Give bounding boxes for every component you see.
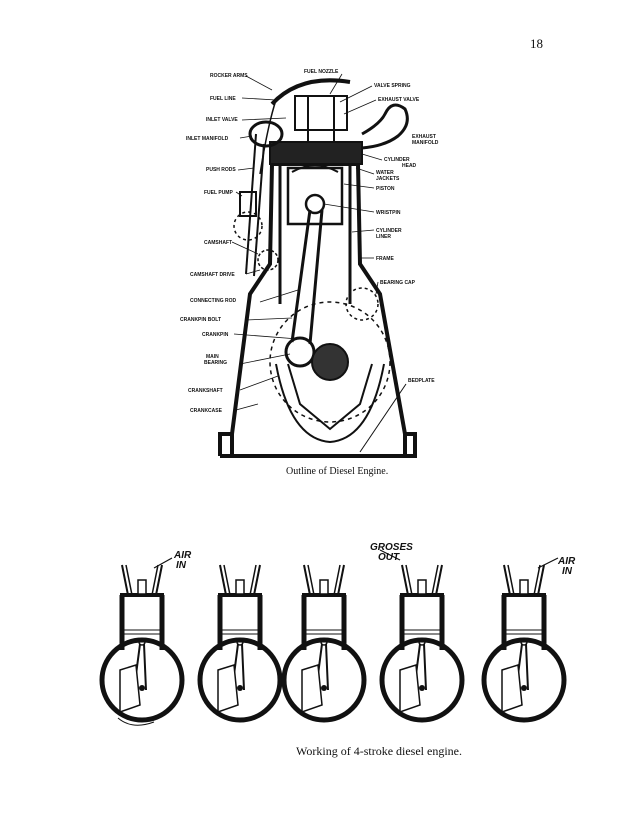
diesel-engine-diagram: ROCKER ARMS FUEL NOZZLE VALVE SPRING FUE… — [180, 69, 439, 458]
label-main-bearing: MAIN — [206, 354, 219, 360]
label-cylinder-head: CYLINDER — [384, 157, 410, 163]
stroke-1 — [102, 557, 182, 726]
label-water-jackets: WATER — [376, 170, 394, 176]
label-air-in-1a: AIR — [173, 550, 192, 561]
label-exhaust-manifold-2: MANIFOLD — [412, 140, 439, 146]
label-air-in-1b: IN — [176, 560, 187, 571]
label-camshaft: CAMSHAFT — [204, 240, 232, 246]
label-rocker-arms: ROCKER ARMS — [210, 73, 248, 79]
stroke-3 — [284, 565, 364, 720]
label-frame: FRAME — [376, 256, 394, 262]
label-push-rods: PUSH RODS — [206, 167, 236, 173]
label-inlet-valve: INLET VALVE — [206, 117, 238, 123]
stroke-4 — [380, 549, 462, 720]
engine-outline-caption: Outline of Diesel Engine. — [286, 466, 389, 477]
stroke-2 — [200, 565, 280, 720]
label-air-in-2a: AIR — [557, 556, 576, 567]
label-cylinder-head-2: HEAD — [402, 163, 417, 169]
label-fuel-pump: FUEL PUMP — [204, 190, 233, 196]
label-piston: PISTON — [376, 186, 395, 192]
label-exhaust-manifold: EXHAUST — [412, 134, 436, 140]
label-gases-out-b: OUT — [378, 552, 400, 563]
label-bedplate: BEDPLATE — [408, 378, 435, 384]
label-wristpin: WRISTPIN — [376, 210, 401, 216]
stroke-5 — [484, 557, 564, 720]
label-crankpin-bolt: CRANKPIN BOLT — [180, 317, 221, 323]
label-crankshaft: CRANKSHAFT — [188, 388, 223, 394]
label-valve-spring: VALVE SPRING — [374, 83, 411, 89]
label-bearing-cap: BEARING CAP — [380, 280, 416, 286]
label-water-jackets-2: JACKETS — [376, 176, 400, 182]
label-connecting-rod: CONNECTING ROD — [190, 298, 237, 304]
label-exhaust-valve: EXHAUST VALVE — [378, 97, 420, 103]
label-crankpin: CRANKPIN — [202, 332, 229, 338]
label-fuel-nozzle: FUEL NOZZLE — [304, 69, 339, 75]
four-stroke-caption: Working of 4-stroke diesel engine. — [296, 744, 462, 758]
label-main-bearing-2: BEARING — [204, 360, 227, 366]
page-number: 18 — [530, 36, 543, 51]
label-gases-out-a: GROSES — [370, 542, 413, 553]
label-fuel-line: FUEL LINE — [210, 96, 236, 102]
label-camshaft-drive: CAMSHAFT DRIVE — [190, 272, 235, 278]
label-inlet-manifold: INLET MANIFOLD — [186, 136, 229, 142]
label-air-in-2b: IN — [562, 566, 573, 577]
label-cylinder-liner-2: LINER — [376, 234, 391, 240]
label-crankcase: CRANKCASE — [190, 408, 223, 414]
label-cylinder-liner: CYLINDER — [376, 228, 402, 234]
four-stroke-diagram: AIR IN GROSES OUT AIR IN — [0, 542, 576, 726]
